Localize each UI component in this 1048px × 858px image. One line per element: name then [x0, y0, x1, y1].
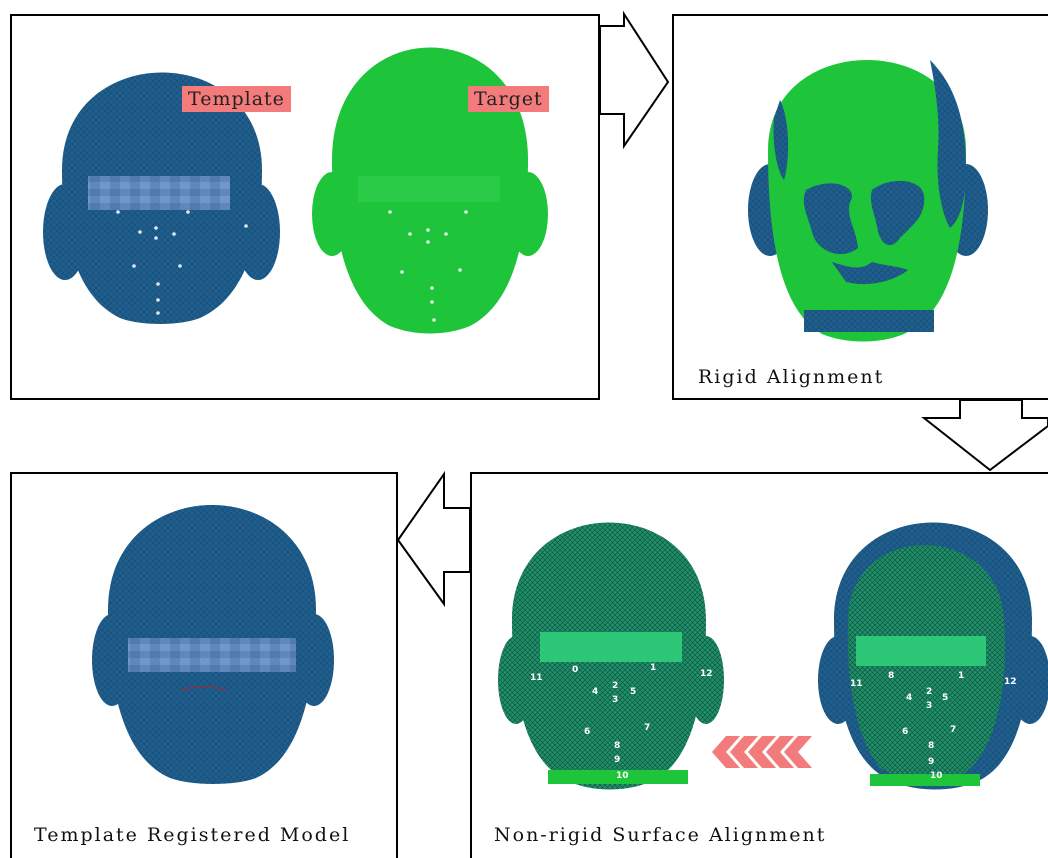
svg-text:3: 3 [926, 701, 932, 711]
chevron-arrows-icon [712, 736, 812, 768]
template-censor-bar [88, 176, 230, 210]
svg-text:2: 2 [926, 687, 932, 697]
svg-text:11: 11 [530, 673, 543, 683]
svg-text:12: 12 [700, 669, 713, 679]
arrow-left-bottom [398, 474, 470, 604]
rigid-alignment-caption: Rigid Alignment [698, 366, 884, 388]
svg-text:5: 5 [942, 693, 948, 703]
svg-text:0: 0 [572, 665, 578, 675]
svg-text:4: 4 [592, 687, 598, 697]
svg-text:9: 9 [928, 757, 934, 767]
svg-text:8: 8 [614, 741, 620, 751]
svg-text:11: 11 [850, 679, 863, 689]
svg-text:10: 10 [930, 771, 943, 781]
svg-text:7: 7 [644, 723, 650, 733]
svg-text:9: 9 [614, 755, 620, 765]
registered-censor-bar [128, 638, 296, 672]
svg-text:3: 3 [612, 695, 618, 705]
svg-text:2: 2 [612, 681, 618, 691]
svg-text:5: 5 [630, 687, 636, 697]
svg-text:1: 1 [958, 671, 964, 681]
template-tag: Template [182, 86, 291, 112]
svg-text:7: 7 [950, 725, 956, 735]
svg-text:8: 8 [928, 741, 934, 751]
svg-text:1: 1 [650, 663, 656, 673]
svg-text:8: 8 [888, 671, 894, 681]
svg-text:10: 10 [616, 771, 629, 781]
registered-model-caption: Template Registered Model [34, 824, 350, 846]
registered-model-head [92, 505, 334, 784]
arrow-down-right [924, 400, 1048, 470]
target-tag: Target [468, 86, 549, 112]
rigid-alignment-head [748, 60, 988, 342]
svg-text:12: 12 [1004, 677, 1017, 687]
svg-text:6: 6 [902, 727, 908, 737]
nonrigid-alignment-caption: Non-rigid Surface Alignment [494, 824, 826, 846]
nonrigid-head-left [498, 523, 724, 790]
svg-text:4: 4 [906, 693, 912, 703]
svg-text:6: 6 [584, 727, 590, 737]
arrow-right-top [600, 14, 668, 146]
